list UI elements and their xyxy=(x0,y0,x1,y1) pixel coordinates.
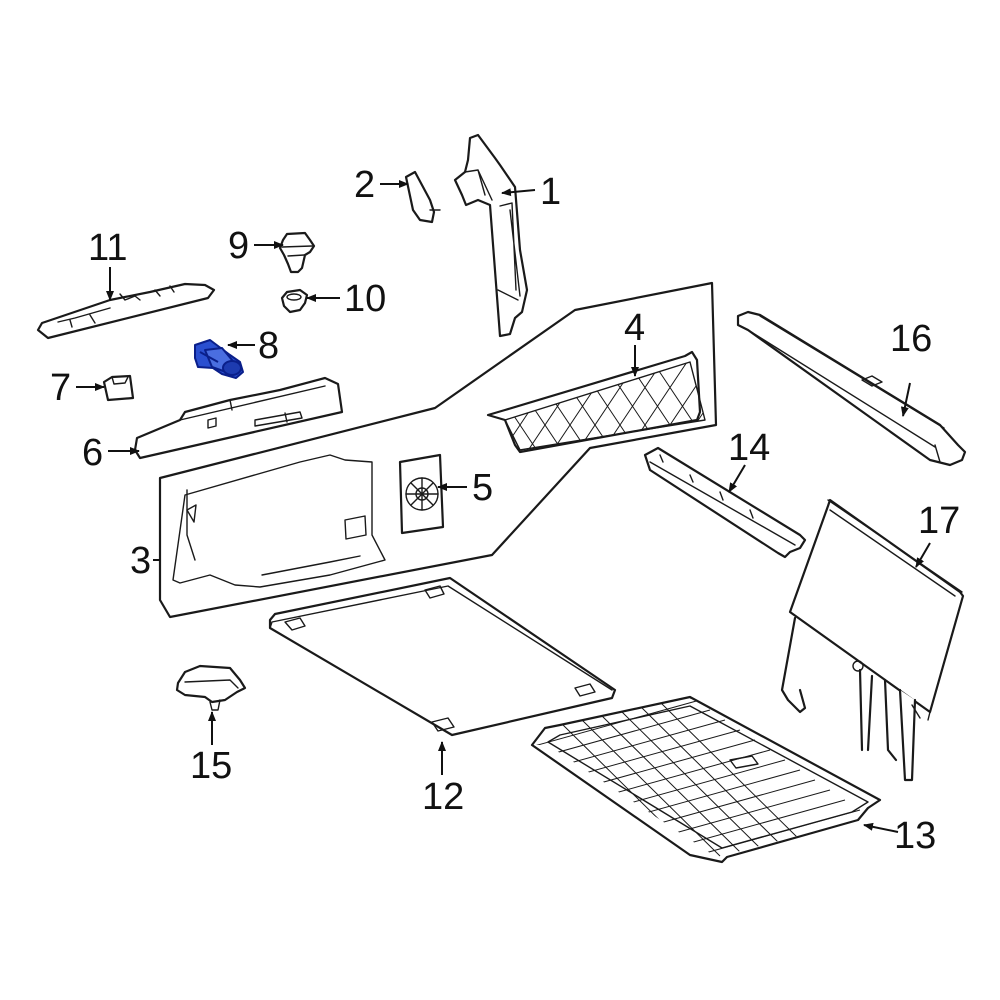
part-4-cargo-net[interactable] xyxy=(470,350,745,470)
part-12-floor-board[interactable] xyxy=(268,576,617,737)
callout-11: 11 xyxy=(88,227,127,269)
part-2-clip-cover[interactable] xyxy=(404,170,441,224)
leader-14 xyxy=(728,464,746,493)
part-3-side-trim-panel[interactable] xyxy=(158,281,718,619)
part-10-nut[interactable] xyxy=(280,288,309,314)
callout-12: 12 xyxy=(422,776,464,818)
leader-16 xyxy=(900,382,911,417)
callout-9: 9 xyxy=(228,225,249,267)
part-17-divider-net[interactable] xyxy=(780,498,965,782)
callout-16: 16 xyxy=(890,318,932,360)
callout-8: 8 xyxy=(258,325,279,367)
callout-10: 10 xyxy=(344,278,386,320)
callout-17: 17 xyxy=(918,500,960,542)
part-9-push-clip[interactable] xyxy=(278,231,316,274)
part-1-pillar-trim[interactable] xyxy=(453,133,529,338)
part-7-label-plate[interactable] xyxy=(102,374,135,402)
part-8-bracket-highlighted[interactable] xyxy=(194,339,244,379)
callout-6: 6 xyxy=(82,432,103,474)
part-13-cargo-mat[interactable] xyxy=(520,695,882,870)
part-11-upper-trim-strip[interactable] xyxy=(36,282,216,340)
callout-4: 4 xyxy=(624,307,645,349)
callout-7: 7 xyxy=(50,367,71,409)
leader-17 xyxy=(915,542,931,568)
callout-3: 3 xyxy=(130,540,151,582)
callout-14: 14 xyxy=(728,427,770,469)
part-6-sill-trim[interactable] xyxy=(133,376,344,460)
callout-numbers: 1 2 3 4 5 6 7 8 9 10 11 12 13 14 15 16 1… xyxy=(50,164,960,857)
leader-13 xyxy=(863,822,899,833)
part-5-speaker-grille[interactable] xyxy=(398,453,445,535)
part-15-cover-bracket[interactable] xyxy=(175,664,247,711)
callout-1: 1 xyxy=(540,171,561,213)
leader-lines xyxy=(76,180,931,833)
part-16-luggage-cover[interactable] xyxy=(736,310,967,467)
part-14-scuff-plate[interactable] xyxy=(643,446,807,559)
callout-5: 5 xyxy=(472,467,493,509)
callout-13: 13 xyxy=(894,815,936,857)
callout-2: 2 xyxy=(354,164,375,206)
callout-15: 15 xyxy=(190,745,232,787)
leader-1 xyxy=(501,188,536,197)
